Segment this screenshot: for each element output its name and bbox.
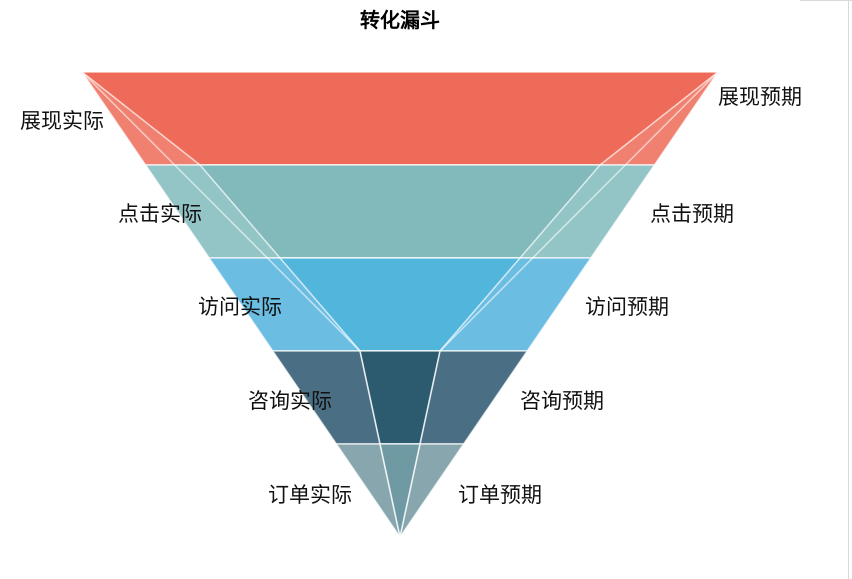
guide-left [81,71,361,352]
label-expected-3: 咨询预期 [520,389,604,413]
label-actual-1: 点击实际 [118,202,202,226]
label-actual-0: 展现实际 [20,109,104,133]
guide-left-lower [359,350,401,538]
label-actual-4: 订单实际 [268,483,352,507]
frame-edge-top [800,0,852,1]
label-expected-0: 展现预期 [718,85,802,109]
label-expected-2: 访问预期 [585,295,669,319]
frame-edge-right [848,0,849,579]
label-expected-4: 订单预期 [458,483,542,507]
guide-right [439,71,719,352]
chart-title: 转化漏斗 [360,8,440,32]
label-expected-1: 点击预期 [650,202,734,226]
label-actual-3: 咨询实际 [248,389,332,413]
label-actual-2: 访问实际 [198,295,282,319]
guide-right-lower [399,350,441,538]
